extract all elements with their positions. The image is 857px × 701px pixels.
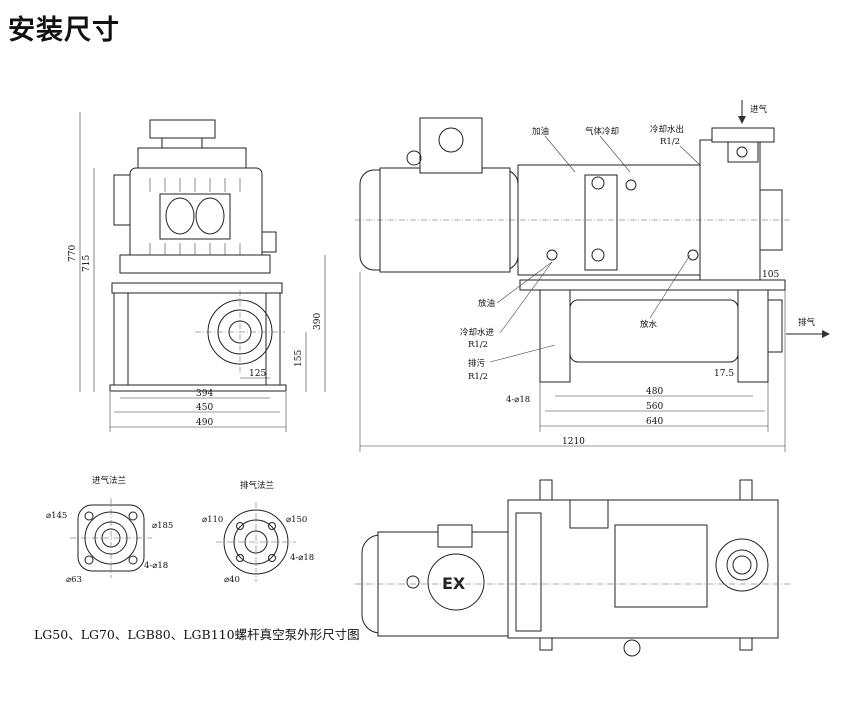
exhaust-holes: 4-⌀18 — [290, 553, 314, 563]
front-base-leg-right — [265, 292, 281, 389]
top-block — [569, 499, 609, 529]
intake-flange-title: 进气法兰 — [92, 475, 126, 486]
dim-125-label: 125 — [249, 369, 266, 379]
side-view: 进气 排气 加油 气体冷却 冷却水出 R1/2 放油 冷却水进 R1/2 排污 … — [355, 100, 830, 452]
side-pump-endcap — [699, 139, 761, 281]
top-view: EX — [355, 479, 790, 657]
side-terminal-gland — [438, 127, 464, 153]
top-coupling — [515, 512, 542, 632]
front-side-fitting — [113, 174, 131, 226]
side-inlet-neck — [727, 141, 759, 163]
exhaust-flange-title: 排气法兰 — [240, 480, 274, 491]
front-base-top — [111, 282, 283, 294]
front-rotor-right — [195, 197, 225, 235]
intake-d145: ⌀145 — [46, 511, 67, 521]
intake-label: 进气 — [750, 104, 768, 115]
exhaust-d150: ⌀150 — [286, 515, 307, 525]
top-inlet-flange — [715, 538, 769, 592]
oil-fill-label: 加油 — [532, 126, 549, 137]
dim-155-label: 155 — [294, 350, 304, 367]
front-base-leg-left — [113, 292, 129, 389]
dim-450-label: 450 — [196, 403, 213, 413]
intake-flange-view: 进气法兰 ⌀145 ⌀185 4-⌀18 ⌀63 — [46, 475, 173, 585]
dim-105-label: 105 — [762, 270, 779, 280]
exhaust-flange-view: 排气法兰 ⌀110 ⌀150 4-⌀18 ⌀40 — [202, 480, 314, 585]
side-exhaust-silencer — [569, 299, 739, 363]
top-ex-mark: EX — [442, 574, 466, 593]
dim-17-5-label: 17.5 — [714, 369, 734, 379]
exhaust-label: 排气 — [798, 317, 816, 328]
front-base-foot — [109, 384, 287, 392]
side-pump-body — [517, 164, 719, 276]
cooling-water-out-label: 冷却水出 — [650, 124, 684, 135]
front-lower-block — [119, 254, 271, 274]
intake-arrow — [738, 100, 746, 124]
sewage-spec: R1/2 — [468, 372, 488, 382]
side-base-leg-left — [539, 289, 571, 383]
dim-1210-label: 1210 — [562, 437, 585, 447]
page-title: 安装尺寸 — [8, 15, 120, 46]
front-side-fitting-right — [261, 231, 277, 253]
dim-490-label: 490 — [196, 418, 213, 428]
sewage-label: 排污 — [468, 358, 486, 369]
exhaust-arrow — [786, 330, 830, 338]
exhaust-d110: ⌀110 — [202, 515, 223, 525]
dim-640-label: 640 — [646, 417, 663, 427]
drawing-caption: LG50、LG70、LGB80、LGB110螺杆真空泵外形尺寸图 — [34, 627, 360, 642]
exhaust-d40: ⌀40 — [224, 575, 240, 585]
front-rotor-window — [159, 193, 231, 240]
top-drain-port — [623, 639, 641, 657]
oil-drain-label: 放油 — [478, 298, 495, 309]
side-lifting-eye — [406, 150, 422, 166]
water-drain-label: 放水 — [640, 319, 658, 330]
front-inlet-cap — [149, 119, 216, 139]
front-upper-housing — [137, 147, 247, 171]
dim-480-label: 480 — [646, 387, 663, 397]
dim-770-label: 770 — [68, 245, 78, 262]
dim-390-label: 390 — [313, 313, 323, 330]
front-rotor-left — [165, 197, 195, 235]
intake-holes: 4-⌀18 — [144, 561, 168, 571]
dim-394-label: 394 — [196, 389, 213, 399]
side-terminal-box — [419, 117, 483, 174]
top-terminal-box — [437, 524, 473, 548]
side-holes-label: 4-⌀18 — [506, 395, 530, 405]
intake-d185: ⌀185 — [152, 521, 173, 531]
side-pump-mid — [584, 174, 618, 271]
side-inlet-flange — [711, 127, 775, 143]
dim-715-label: 715 — [82, 255, 92, 272]
intake-d63: ⌀63 — [66, 575, 82, 585]
top-cover-plate — [614, 524, 708, 608]
side-exhaust-outlet — [767, 299, 783, 353]
cooling-water-in-spec: R1/2 — [468, 340, 488, 350]
cooling-water-in-label: 冷却水进 — [460, 327, 495, 338]
cooling-water-out-spec: R1/2 — [660, 137, 680, 147]
dim-560-label: 560 — [646, 402, 663, 412]
side-base-leg-right — [737, 289, 769, 383]
front-view: 770 715 390 155 125 394 450 490 — [68, 112, 326, 432]
gas-cooling-label: 气体冷却 — [585, 126, 619, 137]
top-ex-mark-circle — [427, 553, 485, 611]
side-base-top — [519, 279, 786, 291]
